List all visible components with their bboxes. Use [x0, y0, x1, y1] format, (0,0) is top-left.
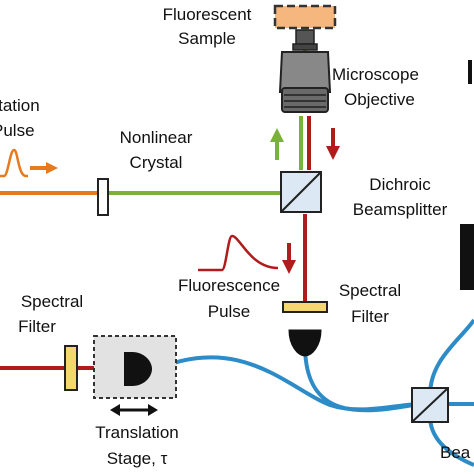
label-filter-left-2: Filter — [18, 317, 56, 336]
label-dichroic-1: Dichroic — [369, 175, 431, 194]
label-stage-1: Translation — [95, 423, 178, 442]
label-sample-1: Fluorescent — [163, 5, 252, 24]
beamsplitter-cube-icon — [280, 171, 322, 213]
label-crystal-2: Crystal — [130, 153, 183, 172]
label-objective-1: Microscope — [332, 65, 419, 84]
excitation-pulse-icon — [0, 148, 58, 178]
microscope-objective-icon — [278, 29, 332, 113]
fiber-coupler-right — [288, 329, 322, 357]
label-fluorescence-2: Pulse — [208, 302, 251, 321]
red-arrow-down-fluorescence — [282, 243, 296, 274]
fiber-coupler-left — [124, 352, 152, 386]
spectral-filter-left — [64, 345, 78, 391]
label-fluorescence-1: Fluorescence — [178, 276, 280, 295]
spectral-filter-right — [282, 301, 328, 313]
label-stage-2: Stage, τ — [107, 449, 168, 468]
detector-icon — [460, 224, 474, 290]
red-arrow-down — [326, 128, 340, 160]
fiber-left — [149, 355, 419, 412]
green-arrow-up — [270, 128, 284, 160]
label-filter-right-2: Filter — [351, 307, 389, 326]
label-beamsplitter-partial: Bea — [440, 443, 471, 462]
label-sample-2: Sample — [178, 29, 236, 48]
nonlinear-crystal — [97, 178, 109, 216]
label-excitation-1: Excitation — [0, 96, 40, 115]
label-filter-right-1: Spectral — [339, 281, 401, 300]
label-dichroic-2: Beamsplitter — [353, 200, 448, 219]
fiber-beamsplitter-icon — [411, 387, 449, 423]
label-crystal-1: Nonlinear — [120, 128, 193, 147]
fluorescent-sample — [273, 4, 337, 30]
translation-arrow-icon — [110, 404, 158, 416]
label-objective-2: Objective — [344, 90, 415, 109]
label-filter-left-1: Spectral — [21, 292, 83, 311]
fiber-bs-up — [428, 318, 474, 396]
label-excitation-2: Pulse — [0, 121, 35, 140]
fluorescence-pulse-icon — [198, 234, 279, 272]
